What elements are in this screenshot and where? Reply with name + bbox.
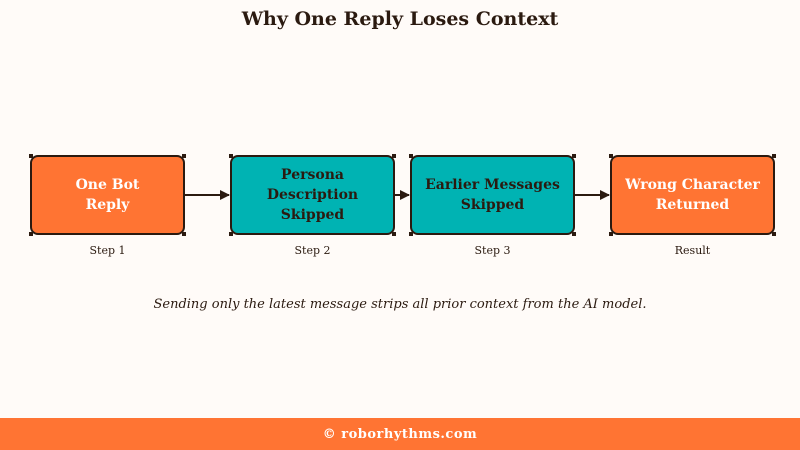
step-label: Step 1: [89, 244, 126, 257]
footer-credit[interactable]: © roborhythms.com: [322, 426, 478, 442]
node-label-line: One Bot: [75, 177, 140, 193]
node-wrong-character-returned: Wrong Character Returned: [609, 154, 776, 236]
node-earlier-messages-skipped: Earlier Messages Skipped: [409, 154, 576, 236]
node-label-line: Earlier Messages: [425, 177, 560, 193]
step-label: Step 3: [474, 244, 511, 257]
step-label: Result: [674, 244, 711, 257]
diagram-caption: Sending only the latest message strips a…: [153, 297, 647, 312]
node-label-line: Wrong Character: [625, 177, 760, 193]
step-label: Step 2: [294, 244, 331, 257]
node-one-bot-reply: One Bot Reply: [29, 154, 186, 236]
node-label-line: Skipped: [280, 207, 345, 223]
node-label-line: Reply: [85, 197, 130, 213]
node-label-line: Returned: [655, 197, 730, 213]
diagram-title: Why One Reply Loses Context: [241, 8, 559, 30]
node-label-line: Skipped: [460, 197, 525, 213]
node-persona-description-skipped: Persona Description Skipped: [229, 154, 396, 236]
footer-bar: © roborhythms.com: [0, 418, 800, 450]
node-label-line: Persona Description: [266, 167, 359, 203]
